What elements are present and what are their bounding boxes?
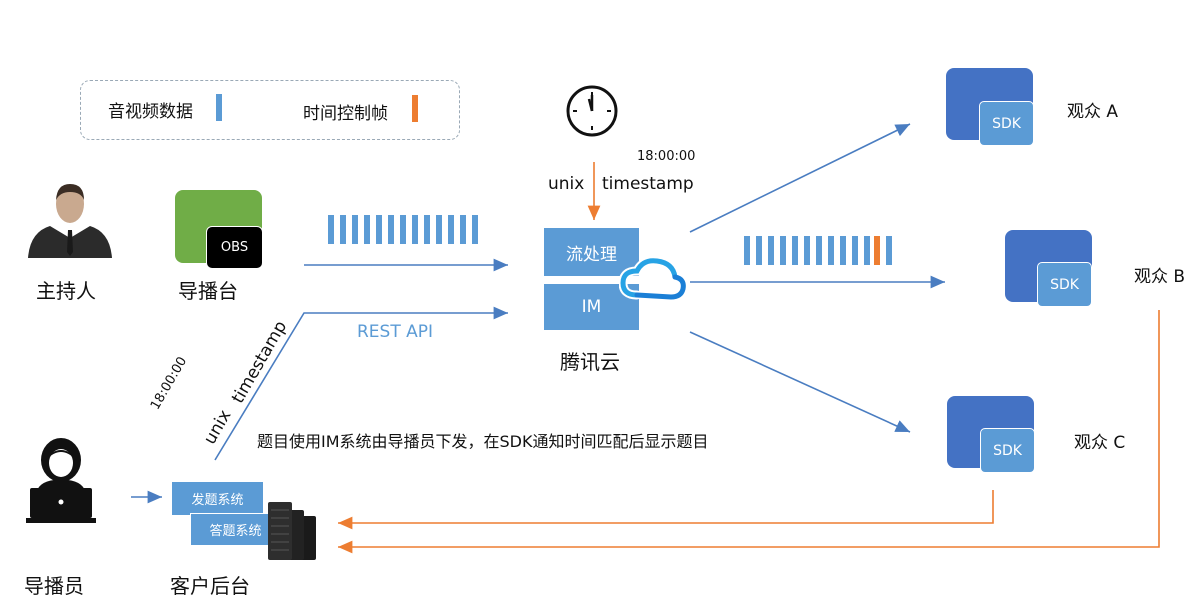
viewer-b-sdk: SDK xyxy=(1037,262,1092,307)
question-system-box: 发题系统 xyxy=(172,482,263,515)
stream-bar xyxy=(328,215,334,244)
stream-bar xyxy=(780,236,786,265)
viewer-a-sdk: SDK xyxy=(979,101,1034,146)
legend-time-control-swatch xyxy=(412,95,418,122)
tencent-cloud-logo-icon xyxy=(619,256,687,302)
time-control-bar xyxy=(874,236,880,265)
stream-bar xyxy=(804,236,810,265)
stream-bar xyxy=(768,236,774,265)
stream-bar xyxy=(412,215,418,244)
legend-time-control-label: 时间控制帧 xyxy=(303,104,388,124)
stream-process-box: 流处理 xyxy=(544,228,639,276)
stream-bar xyxy=(424,215,430,244)
stream-bar xyxy=(460,215,466,244)
viewer-b-label: 观众 B xyxy=(1134,267,1186,287)
stream-bar xyxy=(448,215,454,244)
stream-bar xyxy=(792,236,798,265)
clock-unix-label: unix xyxy=(548,174,585,194)
stream-bar xyxy=(828,236,834,265)
stream-bar xyxy=(744,236,750,265)
arrow-cloud-to-viewer-a xyxy=(689,123,911,233)
stream-bar xyxy=(852,236,858,265)
clock-timestamp-label: timestamp xyxy=(602,174,694,194)
answer-system-box: 答题系统 xyxy=(190,513,281,546)
customer-backend-label: 客户后台 xyxy=(170,574,250,598)
clock-icon xyxy=(566,85,618,137)
director-console-label: 导播台 xyxy=(178,279,238,303)
server-icon xyxy=(268,502,316,560)
description-text: 题目使用IM系统由导播员下发，在SDK通知时间匹配后显示题目 xyxy=(257,432,709,451)
legend-box xyxy=(80,80,460,140)
stream-bar xyxy=(352,215,358,244)
stream-bar xyxy=(364,215,370,244)
arrow-viewer-c-feedback xyxy=(338,490,994,530)
legend-av-data-swatch xyxy=(216,94,222,121)
host-label: 主持人 xyxy=(36,279,96,303)
host-person-icon xyxy=(28,184,112,258)
stream-bar xyxy=(376,215,382,244)
viewer-c-label: 观众 C xyxy=(1074,433,1126,453)
director-person-icon xyxy=(26,438,96,523)
stream-bar xyxy=(472,215,478,244)
stream-bar xyxy=(400,215,406,244)
stream-bar xyxy=(886,236,892,265)
arrow-cloud-to-viewer-c xyxy=(689,331,911,433)
stream-bar xyxy=(864,236,870,265)
director-label: 导播员 xyxy=(24,574,84,598)
viewer-c-sdk: SDK xyxy=(980,428,1035,473)
arrow-director-to-im xyxy=(214,306,508,461)
stream-bar xyxy=(816,236,822,265)
rest-api-label: REST API xyxy=(357,322,434,342)
stream-bar xyxy=(756,236,762,265)
stream-bar xyxy=(388,215,394,244)
arrow-viewer-b-feedback xyxy=(338,310,1160,554)
tencent-cloud-label: 腾讯云 xyxy=(560,350,620,374)
legend-av-data-label: 音视频数据 xyxy=(108,102,193,122)
stream-bar xyxy=(436,215,442,244)
viewer-a-label: 观众 A xyxy=(1067,102,1119,122)
stream-bar xyxy=(840,236,846,265)
clock-time-label: 18:00:00 xyxy=(637,149,696,164)
stream-bar xyxy=(340,215,346,244)
obs-badge: OBS xyxy=(206,226,263,269)
